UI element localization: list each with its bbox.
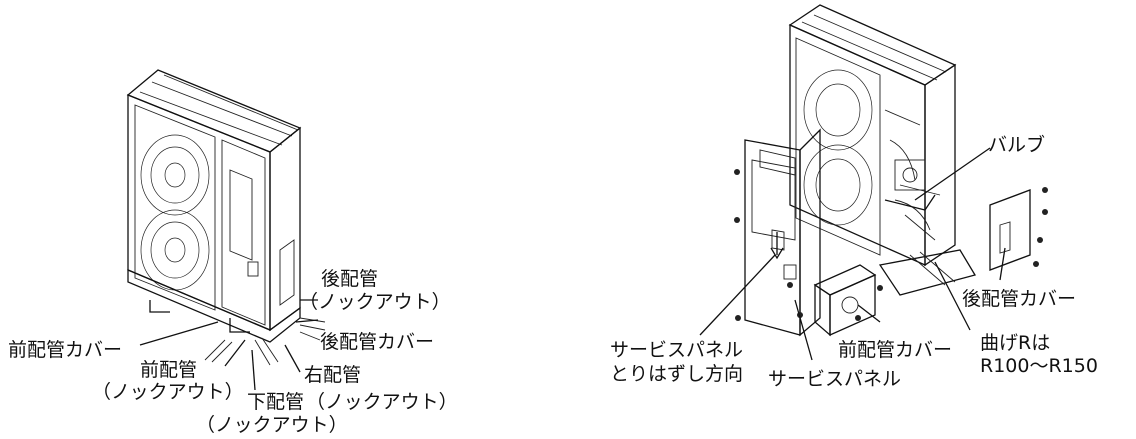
rear-pipe-cover-part [989,187,1048,271]
label-front-knockout: （ノックアウト） [92,381,244,403]
label-service-panel: サービスパネル [768,368,902,390]
label-rear-pipe: 後配管 [321,268,379,290]
label-bend-radius: 曲げRは [980,332,1051,354]
label-front-pipe-cover: 前配管カバー [8,339,123,361]
label-bend-radius-range: R100～R150 [980,355,1098,377]
front-pipe-cover-part [813,264,883,337]
left-leader-lines [139,299,319,391]
service-panel [734,128,821,337]
right-leader-lines [699,147,1006,361]
label-right-knockout: （ノックアウト） [306,391,458,413]
left-outdoor-unit [126,69,326,366]
label-front-pipe: 前配管 [140,359,198,381]
label-rear-pipe-cover: 後配管カバー [320,331,435,353]
label-valve: バルブ [988,134,1046,156]
label-bottom-pipe: 下配管 [247,391,305,413]
label-service-panel-removal: サービスパネル [610,339,744,361]
right-outdoor-unit [788,4,977,296]
label-removal-direction: とりはずし方向 [610,363,744,385]
label-right-pipe: 右配管 [304,364,362,386]
label-right-front-pipe-cover: 前配管カバー [838,339,953,361]
label-right-rear-pipe-cover: 後配管カバー [962,288,1077,310]
label-bottom-knockout: （ノックアウト） [196,414,348,436]
label-rear-knockout: （ノックアウト） [299,291,451,313]
